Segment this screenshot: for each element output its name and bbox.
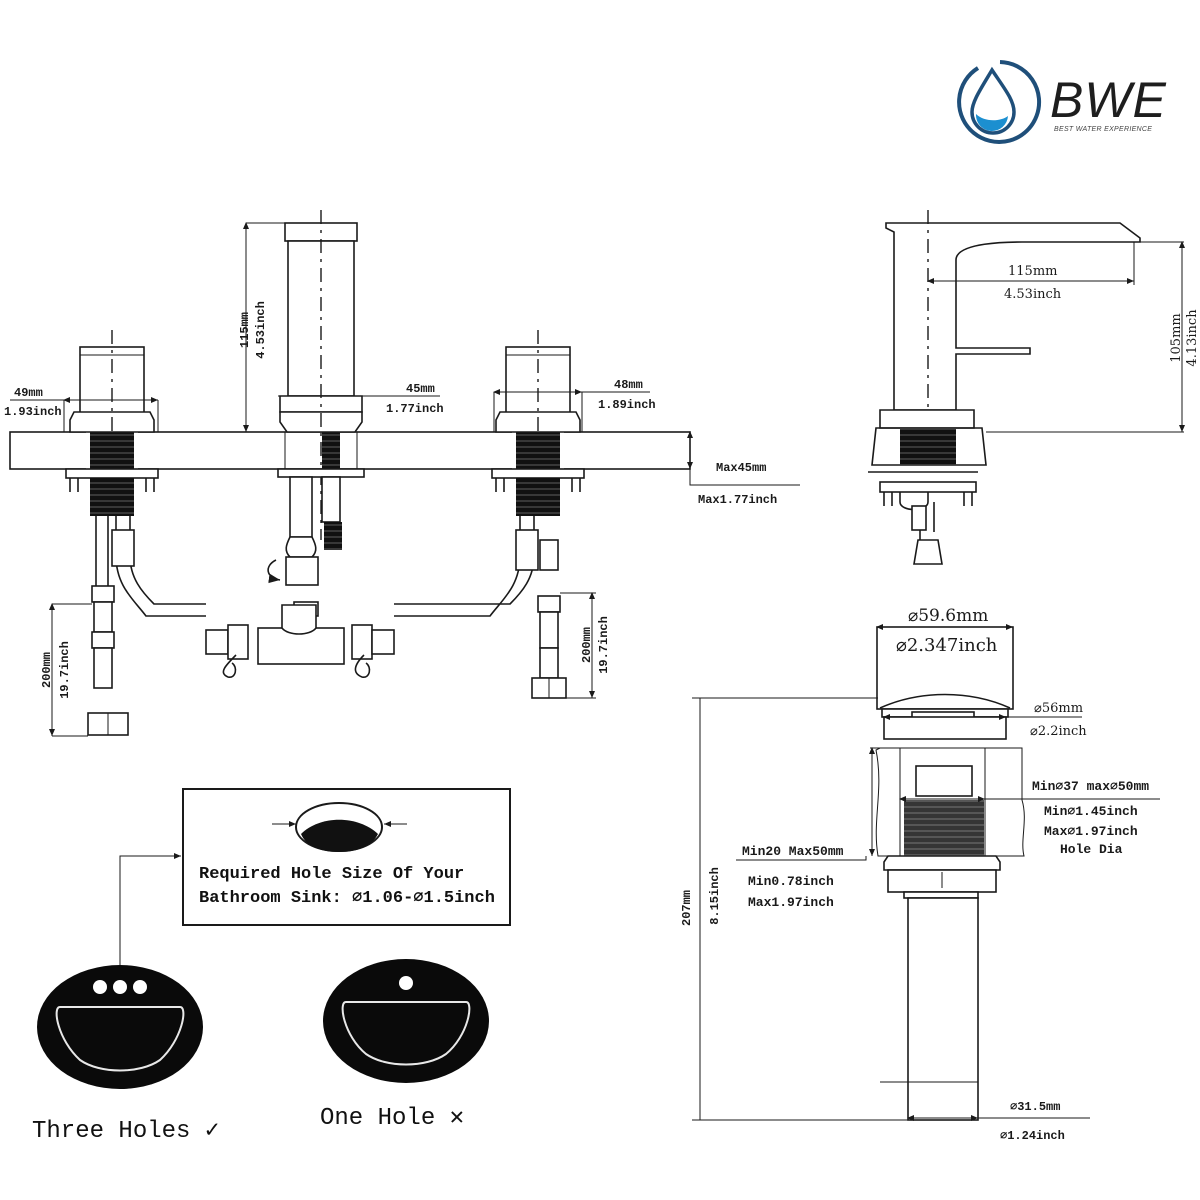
sink-three-holes: Three Holes ✓ bbox=[32, 965, 219, 1145]
center-spout bbox=[267, 210, 365, 617]
side-reach-inch: 4.53inch bbox=[1004, 287, 1062, 302]
tail-diameter-mm: ⌀31.5mm bbox=[1010, 1100, 1060, 1114]
brand-logo: BWE BEST WATER EXPERIENCE bbox=[957, 60, 1167, 144]
drain-height-mm: 207mm bbox=[680, 890, 694, 926]
sink-one-hole: One Hole ✕ bbox=[320, 959, 489, 1132]
side-height-mm: 105mm bbox=[1169, 313, 1184, 362]
water-drop-icon bbox=[957, 60, 1042, 144]
hose-left-mm: 200mm bbox=[40, 652, 54, 688]
hole-diameter-inch-min: Min⌀1.45inch bbox=[1044, 804, 1138, 819]
side-height-inch: 4.13inch bbox=[1185, 309, 1200, 367]
hole-note-line2: Bathroom Sink: ⌀1.06-⌀1.5inch bbox=[199, 889, 495, 908]
hose-right-inch: 19.7inch bbox=[597, 616, 611, 674]
hole-diameter-inch-max: Max⌀1.97inch bbox=[1044, 824, 1138, 839]
flange-diameter-mm: ⌀56mm bbox=[1034, 701, 1083, 716]
spout-height-inch: 4.53inch bbox=[254, 301, 268, 359]
right-handle-width-inch: 1.89inch bbox=[598, 398, 656, 412]
cap-diameter-inch: ⌀2.347inch bbox=[896, 635, 998, 656]
faucet-hole-icon bbox=[399, 976, 413, 990]
front-view: 49mm 1.93inch 115mm 4.53inch 45mm 1.77in… bbox=[4, 210, 800, 737]
spout-base-width-inch: 1.77inch bbox=[386, 402, 444, 416]
side-reach-mm: 115mm bbox=[1008, 264, 1057, 279]
deck-thickness-inch: Max1.77inch bbox=[698, 493, 777, 507]
right-handle-width-mm: 48mm bbox=[614, 378, 643, 392]
right-handle bbox=[394, 330, 585, 699]
hole-size-note: Required Hole Size Of Your Bathroom Sink… bbox=[119, 788, 511, 965]
spout-base-width-mm: 45mm bbox=[406, 382, 435, 396]
hole-note-line1: Required Hole Size Of Your bbox=[199, 865, 464, 884]
faucet-hole-icon bbox=[133, 980, 147, 994]
brand-tagline: BEST WATER EXPERIENCE bbox=[1054, 126, 1152, 133]
cap-diameter-mm: ⌀59.6mm bbox=[908, 606, 988, 626]
left-handle-width-mm: 49mm bbox=[14, 386, 43, 400]
counter-thickness-mm: Min20 Max50mm bbox=[742, 844, 844, 859]
tail-diameter-inch: ⌀1.24inch bbox=[1000, 1129, 1065, 1143]
spout-height-mm: 115mm bbox=[238, 312, 252, 348]
one-hole-label: One Hole ✕ bbox=[320, 1105, 464, 1132]
tee-connector bbox=[205, 604, 395, 678]
left-handle bbox=[65, 330, 206, 736]
hole-size-icon bbox=[272, 802, 407, 852]
counter-thickness-inch-max: Max1.97inch bbox=[748, 895, 834, 910]
hole-diameter-label: Hole Dia bbox=[1060, 842, 1123, 857]
flange-diameter-inch: ⌀2.2inch bbox=[1030, 724, 1087, 739]
left-handle-width-inch: 1.93inch bbox=[4, 405, 62, 419]
hose-left-inch: 19.7inch bbox=[58, 641, 72, 699]
three-holes-label: Three Holes ✓ bbox=[32, 1118, 219, 1145]
faucet-hole-icon bbox=[93, 980, 107, 994]
hose-right-mm: 200mm bbox=[580, 627, 594, 663]
deck-thickness-mm: Max45mm bbox=[716, 461, 766, 475]
side-view: 115mm 4.53inch 105mm 4.13inch bbox=[868, 210, 1200, 565]
pop-up-drain: ⌀59.6mm ⌀2.347inch ⌀56mm ⌀2.2inch Min⌀37… bbox=[680, 606, 1160, 1143]
counter-thickness-inch-min: Min0.78inch bbox=[748, 874, 834, 889]
faucet-hole-icon bbox=[113, 980, 127, 994]
brand-name: BWE bbox=[1050, 72, 1167, 128]
drain-height-inch: 8.15inch bbox=[708, 867, 722, 925]
hole-diameter-mm: Min⌀37 max⌀50mm bbox=[1032, 779, 1149, 794]
